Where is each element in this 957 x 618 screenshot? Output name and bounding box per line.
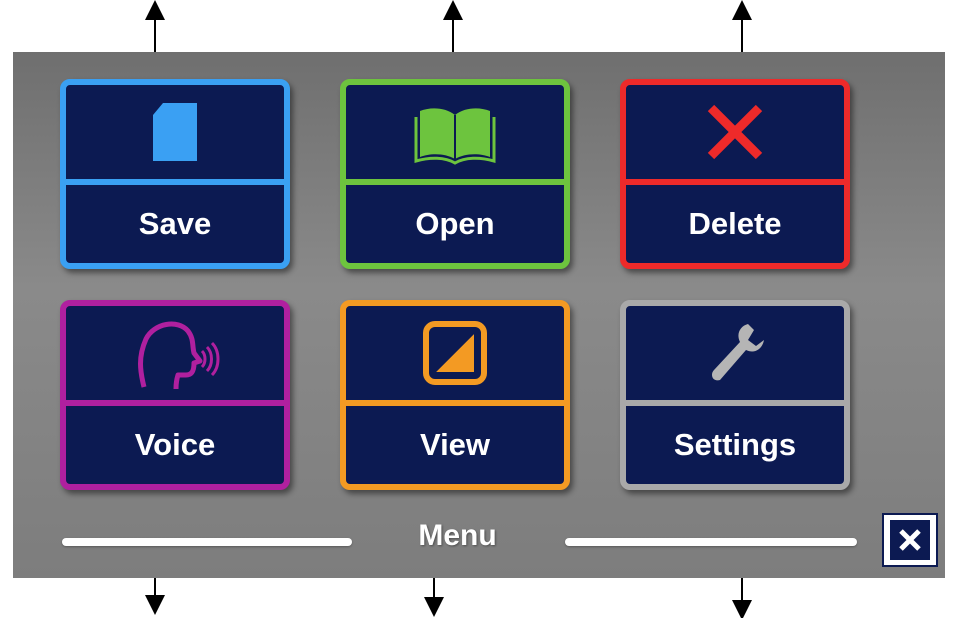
save-icon xyxy=(153,103,197,161)
open-label: Open xyxy=(415,206,495,241)
save-button[interactable]: Save xyxy=(60,79,290,269)
book-icon xyxy=(414,108,496,165)
settings-button[interactable]: Settings xyxy=(620,300,850,490)
voice-icon xyxy=(138,321,220,390)
close-button[interactable] xyxy=(882,513,938,567)
x-icon xyxy=(707,104,763,160)
open-button[interactable]: Open xyxy=(340,79,570,269)
close-icon xyxy=(899,529,921,551)
menu-bar-left xyxy=(62,538,352,546)
menu-bar-right xyxy=(565,538,857,546)
view-button[interactable]: View xyxy=(340,300,570,490)
save-label: Save xyxy=(138,206,212,241)
delete-button[interactable]: Delete xyxy=(620,79,850,269)
delete-label: Delete xyxy=(688,206,782,241)
settings-label: Settings xyxy=(673,427,797,462)
wrench-icon xyxy=(712,324,764,381)
voice-label: Voice xyxy=(134,427,216,462)
voice-button[interactable]: Voice xyxy=(60,300,290,490)
contrast-icon xyxy=(423,321,487,385)
menu-title: Menu xyxy=(418,519,497,552)
view-label: View xyxy=(419,427,491,462)
